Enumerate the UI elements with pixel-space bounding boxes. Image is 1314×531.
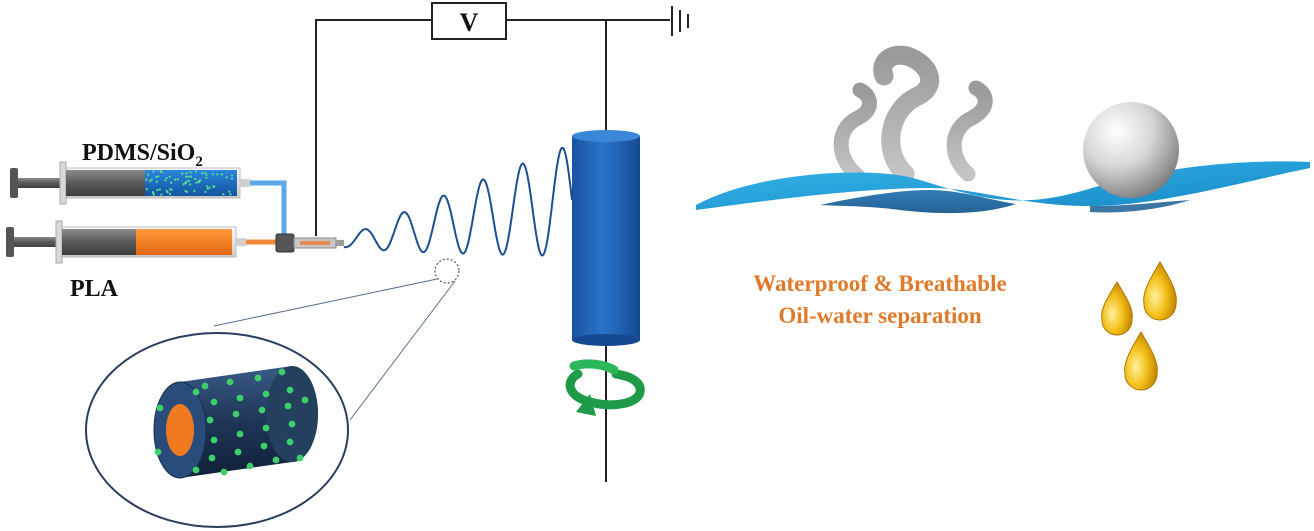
plunger-rod (18, 178, 66, 188)
syringe-tip (240, 179, 250, 187)
rotation-arrow-icon (565, 359, 645, 416)
voltage-source: V (431, 2, 507, 40)
application-line-2: Oil-water separation (778, 303, 982, 328)
pdms-solution (145, 170, 237, 196)
core-shell-fiber (153, 366, 318, 479)
vapor-icon (833, 45, 993, 184)
syringe-flange (59, 161, 67, 205)
collector-top (572, 130, 640, 142)
pdms-tube (250, 180, 287, 236)
pla-solution (136, 229, 232, 255)
syringe-pla (6, 220, 246, 264)
magnification (85, 258, 460, 528)
plunger-rod (14, 237, 62, 247)
membrane (696, 161, 1310, 214)
zoom-spot (434, 258, 460, 284)
plunger-head (62, 229, 136, 255)
plunger-thumb (10, 168, 18, 198)
pdms-sio2-label: PDMS/SiO2 (82, 140, 203, 170)
syringe-flange (55, 220, 63, 264)
sio2-nanoparticles (154, 368, 309, 476)
water-droplet-icon (1083, 102, 1179, 198)
syringe-tip (236, 238, 246, 246)
whipping-jet (343, 146, 573, 257)
syringe-pdms (10, 161, 250, 205)
ground-icon (671, 6, 689, 36)
voltage-box (431, 2, 507, 40)
plunger-head (66, 170, 146, 196)
application-line-1: Waterproof & Breathable (753, 271, 1006, 296)
oil-drop-icon (1101, 261, 1177, 391)
rotating-collector (572, 130, 640, 346)
pla-label: PLA (70, 276, 119, 302)
fiber-core (166, 404, 194, 456)
wire-left (315, 19, 432, 236)
voltage-label: V (460, 8, 479, 37)
coaxial-spinneret (275, 233, 344, 253)
plunger-thumb (6, 227, 14, 257)
sio2-particles (145, 170, 234, 196)
feed-tubes (246, 180, 287, 245)
